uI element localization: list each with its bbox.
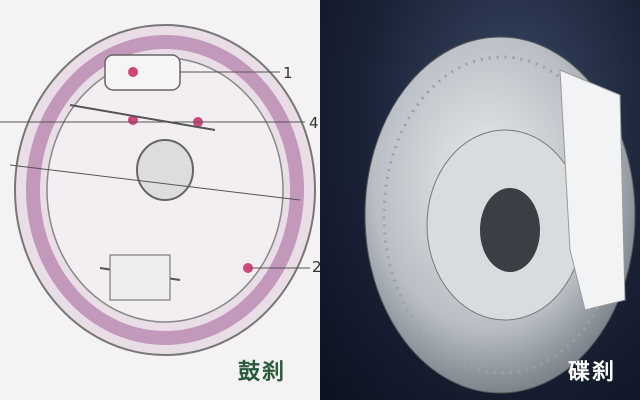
drum-brake-illustration [0,24,316,356]
callout-4: 4 [309,114,319,132]
callout-2: 2 [312,258,322,276]
drum-brake-caption: 鼓刹 [238,359,287,385]
disc-brake-photo [364,36,636,394]
drum-brake-panel: 1 4 2 鼓刹 [0,0,322,400]
disc-brake-panel: 碟刹 [320,0,640,400]
disc-brake-caption: 碟刹 [568,359,617,385]
callout-1: 1 [283,64,293,82]
